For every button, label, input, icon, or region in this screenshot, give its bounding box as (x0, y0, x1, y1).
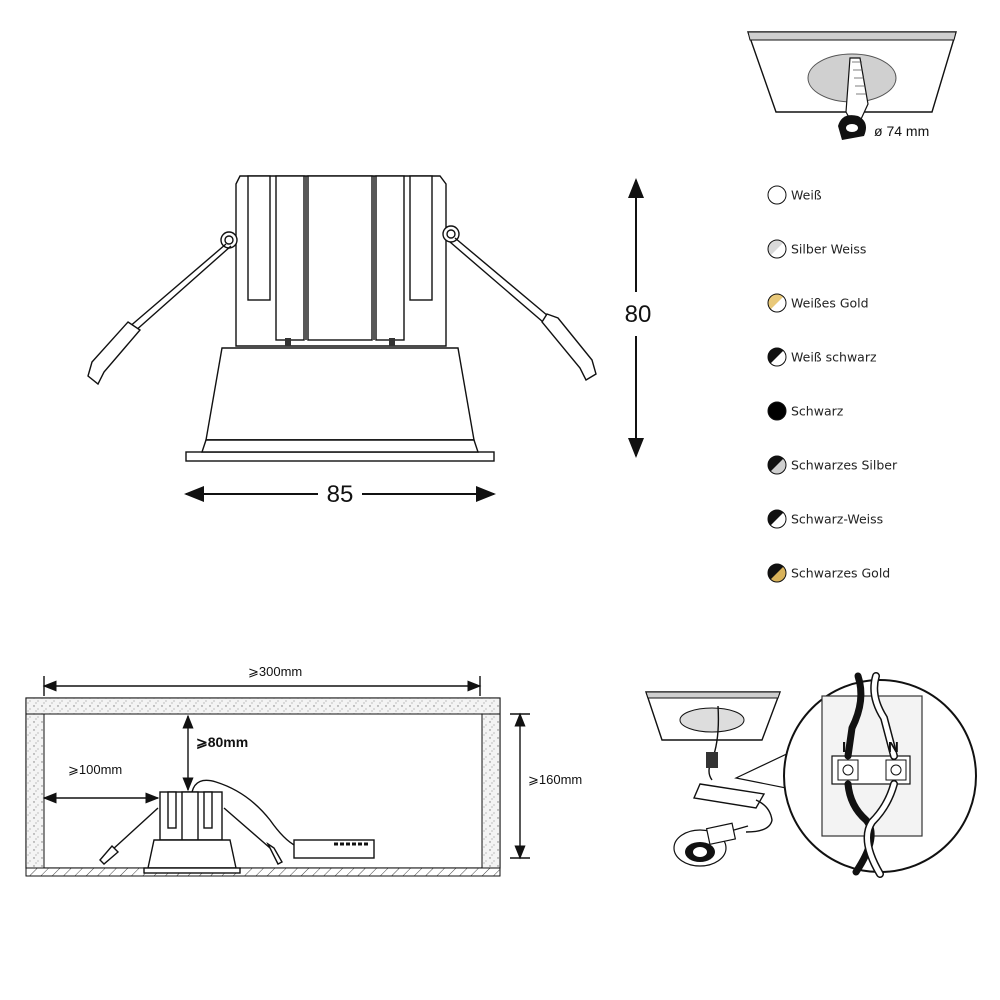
cutout-label: ø 74 mm (874, 123, 929, 139)
finish-swatch-icon (768, 402, 786, 420)
finish-item: Schwarzes Silber (767, 455, 898, 475)
finish-label: Weiß schwarz (791, 350, 877, 365)
finish-swatch-icon (768, 456, 786, 474)
finish-item: Schwarzes Gold (767, 563, 890, 583)
finish-item: Weißes Gold (767, 293, 869, 313)
finish-label: Schwarz-Weiss (791, 512, 883, 527)
finish-swatch-icon (768, 564, 786, 582)
min-top-label: ⩾80mm (196, 734, 248, 750)
height-label: 80 (625, 301, 652, 328)
finish-label: Silber Weiss (791, 242, 866, 257)
min-width-label: ⩾300mm (248, 664, 302, 679)
finish-swatch-icon (768, 294, 786, 312)
finish-swatch-icon (768, 348, 786, 366)
live-terminal-label: L (842, 739, 851, 756)
finish-item: Weiß schwarz (767, 347, 877, 367)
finish-item: Weiß (767, 185, 822, 205)
finish-item: Silber Weiss (767, 239, 866, 259)
finish-item: Schwarz-Weiss (767, 509, 883, 529)
finish-label: Weiß (791, 188, 822, 203)
installation-clearance-diagram (25, 676, 530, 877)
ceiling-cutout-illustration (747, 31, 957, 140)
finish-item: Schwarz (767, 401, 844, 421)
neutral-terminal-label: N (888, 739, 899, 756)
wiring-illustration (645, 672, 977, 878)
min-depth-label: ⩾160mm (528, 772, 582, 787)
finish-label: Schwarzes Silber (791, 458, 898, 473)
finish-swatch-icon (768, 240, 786, 258)
finish-swatch-icon (768, 186, 786, 204)
finish-label: Weißes Gold (791, 296, 869, 311)
finish-swatch-icon (768, 510, 786, 528)
finish-label: Schwarzes Gold (791, 566, 890, 581)
width-label: 85 (327, 481, 354, 508)
downlight-side-view (87, 175, 597, 462)
finish-label: Schwarz (791, 404, 844, 419)
min-side-label: ⩾100mm (68, 762, 122, 777)
